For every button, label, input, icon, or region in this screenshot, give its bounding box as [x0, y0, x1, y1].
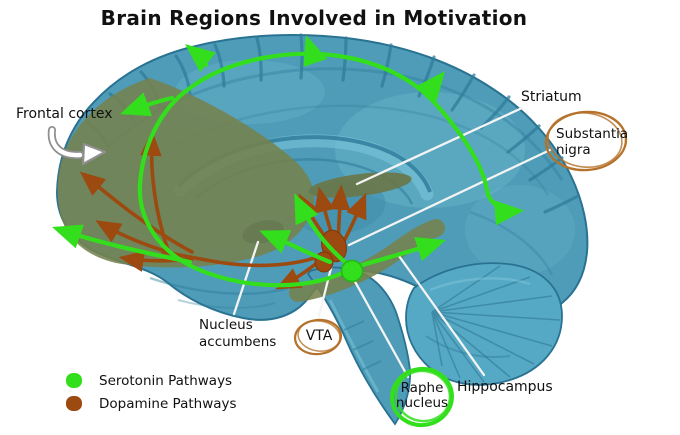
raphe-nucleus-label: Raphe nucleus: [395, 380, 449, 411]
nucleus-accumbens-label: Nucleus accumbens: [199, 317, 277, 350]
striatum-leader-line: [355, 106, 524, 186]
vta-label: VTA: [305, 328, 333, 344]
leader-lines: [232, 106, 552, 379]
cerebellum: [405, 262, 563, 386]
serotonin-pathways: [52, 35, 525, 288]
frontal-cortex-label: Frontal cortex: [16, 106, 113, 122]
hippocampus-leader-line: [397, 254, 486, 377]
annotation-circles: [293, 110, 628, 428]
region-overlays: [57, 78, 445, 302]
cerebellum-folia-lines: [431, 265, 561, 383]
vta-circle: [293, 318, 343, 356]
dopamine-swatch-icon: [66, 396, 82, 411]
dopamine-legend-label: Dopamine Pathways: [99, 395, 237, 412]
serotonin-swatch-icon: [66, 373, 82, 388]
raphe-leader-line: [351, 276, 410, 379]
hippocampus-region: [289, 219, 445, 302]
hippocampus-label: Hippocampus: [457, 379, 553, 395]
serotonin-legend-label: Serotonin Pathways: [99, 372, 233, 389]
frontal-cortex-region: [57, 78, 315, 268]
raphe-nucleus-node: [340, 259, 364, 283]
diagram-title: Brain Regions Involved in Motivation: [100, 6, 528, 30]
pathway-legend: Serotonin Pathways Dopamine Pathways: [66, 369, 237, 415]
curved-arrow-icon: [47, 126, 107, 166]
substantia-nigra-leader-line: [347, 148, 552, 247]
nucleus-accumbens-leader-line: [232, 240, 260, 316]
striatum-label: Striatum: [521, 89, 582, 105]
substantia-nigra-circle: [544, 110, 628, 172]
substantia-nigra-label: Substantia nigra: [556, 126, 629, 158]
legend-row-dopamine: Dopamine Pathways: [66, 392, 237, 415]
legend-row-serotonin: Serotonin Pathways: [66, 369, 237, 392]
vta-leader-line: [317, 262, 334, 318]
raphe-nucleus-circle: [390, 366, 454, 428]
